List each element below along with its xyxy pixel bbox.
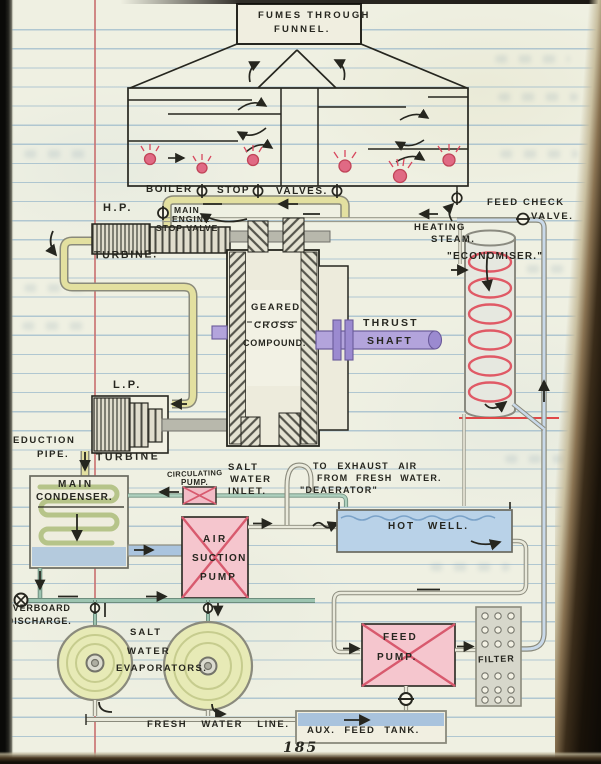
ghost-writing bbox=[505, 455, 571, 463]
label-condenser: CONDENSER. bbox=[36, 492, 113, 503]
label-cross: CROSS bbox=[254, 320, 296, 331]
label-from-fresh-water: FROM FRESH WATER. bbox=[317, 473, 442, 483]
main-engine-stop-valve-icon bbox=[157, 206, 169, 220]
filter-drawing bbox=[475, 606, 522, 707]
label-discharge: DISCHARGE. bbox=[7, 616, 72, 626]
label-valves: VALVES. bbox=[276, 186, 328, 197]
label-hp: H.P. bbox=[103, 202, 133, 214]
label-mesv-3: STOP VALVE bbox=[156, 222, 219, 233]
margin-line bbox=[94, 0, 96, 757]
economiser-drawing bbox=[451, 224, 559, 506]
ghost-writing bbox=[503, 265, 573, 273]
label-asp-pump: PUMP bbox=[200, 572, 237, 583]
label-circ-pump: PUMP. bbox=[181, 478, 209, 487]
deaerator-vent-pipe bbox=[284, 462, 314, 525]
ghost-writing bbox=[24, 150, 86, 158]
label-heating: HEATING bbox=[414, 222, 466, 233]
hp-turbine-drawing bbox=[91, 223, 331, 255]
page-edge-right bbox=[555, 0, 601, 764]
feed-riser-pipe bbox=[442, 202, 550, 652]
ghost-writing bbox=[24, 284, 84, 292]
ghost-writing bbox=[498, 93, 578, 101]
label-fumes-through: FUMES THROUGH bbox=[258, 10, 371, 21]
label-suction: SUCTION bbox=[192, 553, 247, 564]
label-water: WATER bbox=[230, 474, 272, 485]
boiler-stop-valve-icon bbox=[196, 184, 343, 198]
label-inlet: INLET. bbox=[228, 486, 267, 497]
label-evaporators: EVAPORATORS. bbox=[116, 663, 208, 674]
lp-turbine-drawing bbox=[91, 395, 231, 454]
fresh-water-line-drawing bbox=[85, 714, 296, 725]
label-steam: STEAM. bbox=[431, 234, 476, 245]
label-mesv-2: ENGINE bbox=[172, 213, 211, 224]
boiler-feed-valve-icon bbox=[451, 191, 463, 205]
feed-check-valve-icon bbox=[516, 212, 530, 226]
photo-edge-top bbox=[0, 0, 601, 4]
aux-feed-tank-drawing bbox=[295, 710, 447, 744]
label-shaft: SHAFT bbox=[367, 335, 413, 347]
evaporators-drawing bbox=[56, 620, 254, 716]
overboard-valve-icon bbox=[13, 592, 29, 608]
funnel-drawing bbox=[129, 3, 468, 89]
label-hot-well: HOT WELL. bbox=[388, 521, 469, 532]
label-feed-pump: PUMP. bbox=[377, 652, 418, 663]
label-lp-turbine: TURBINE bbox=[95, 450, 161, 464]
hp-exhaust-pipe bbox=[45, 230, 198, 410]
label-lp: L.P. bbox=[113, 379, 142, 391]
label-deaerator: "DEAERATOR" bbox=[300, 485, 378, 495]
label-filter: FILTER bbox=[477, 653, 515, 665]
label-boiler: BOILER bbox=[146, 184, 193, 195]
label-pipe: PIPE. bbox=[37, 449, 70, 460]
label-hp-turbine: TURBINE. bbox=[93, 248, 159, 262]
label-economiser: "ECONOMISER." bbox=[447, 251, 544, 262]
evaporator-valve-icon bbox=[89, 602, 214, 614]
label-feed: FEED bbox=[383, 632, 418, 643]
label-fresh-water-line: FRESH WATER LINE. bbox=[147, 719, 290, 730]
feed-pump-valve-icon bbox=[398, 692, 414, 706]
label-eduction: EDUCTION bbox=[13, 435, 76, 446]
ghost-writing bbox=[430, 563, 510, 571]
label-air: AIR bbox=[203, 534, 228, 545]
label-thrust: THRUST bbox=[363, 317, 419, 329]
boilers-drawing bbox=[127, 87, 469, 187]
label-feed-check-valve: VALVE. bbox=[531, 211, 574, 222]
thrust-shaft-drawing bbox=[211, 319, 443, 361]
label-overboard: OVERBOARD bbox=[5, 603, 71, 613]
main-condenser-drawing bbox=[29, 475, 183, 598]
boiler-flames bbox=[140, 144, 461, 184]
notebook-binding bbox=[0, 0, 14, 764]
label-aux-feed-tank: AUX. FEED TANK. bbox=[307, 725, 420, 736]
hot-well-drawing bbox=[336, 502, 513, 553]
label-mesv-1: MAIN bbox=[174, 205, 200, 215]
label-evap-salt: SALT bbox=[130, 627, 163, 638]
feed-pump-drawing bbox=[361, 623, 476, 711]
air-suction-pump-drawing bbox=[181, 516, 340, 599]
label-geared: GEARED bbox=[251, 302, 301, 313]
label-stop: STOP bbox=[217, 185, 251, 196]
label-evap-water: WATER bbox=[127, 646, 171, 657]
label-funnel: FUNNEL. bbox=[274, 24, 331, 35]
label-main: MAIN bbox=[58, 479, 94, 490]
hotwell-to-feedpump-pipe bbox=[331, 538, 529, 652]
label-to-exhaust-air: TO EXHAUST AIR bbox=[313, 461, 418, 471]
ghost-writing bbox=[495, 55, 570, 63]
label-compound: COMPOUND. bbox=[243, 338, 307, 348]
label-feed-check: FEED CHECK bbox=[487, 197, 565, 208]
ghost-writing bbox=[500, 150, 578, 158]
label-salt: SALT bbox=[228, 462, 259, 473]
ghost-writing bbox=[22, 322, 86, 330]
page-edge-bottom bbox=[0, 748, 601, 764]
circulating-pump-drawing bbox=[128, 486, 349, 507]
